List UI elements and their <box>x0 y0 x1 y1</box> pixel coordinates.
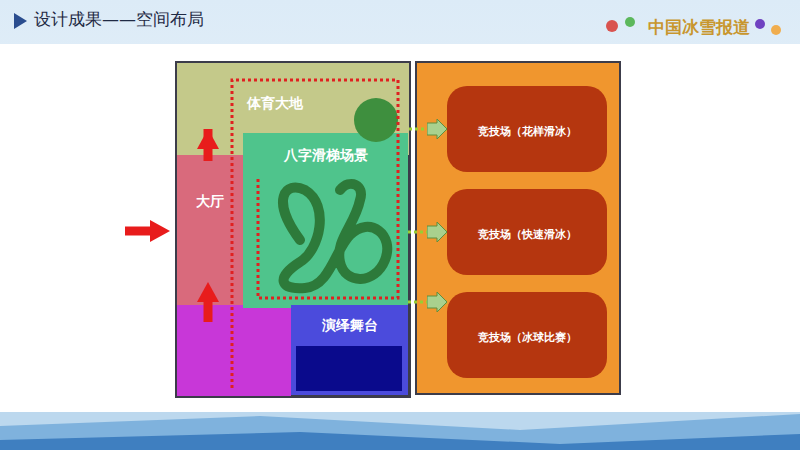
zone-label: 八字滑梯场景 <box>280 146 372 166</box>
view-arrow <box>409 128 447 131</box>
logo-figure <box>755 19 765 29</box>
arena-zone <box>417 63 619 393</box>
tour-route <box>232 80 398 388</box>
bottom-band <box>0 412 800 450</box>
stage-pit <box>296 346 402 391</box>
logo-text: 中国冰雪报道 <box>648 16 750 39</box>
arena-box: 竞技场（快速滑冰） <box>447 189 607 275</box>
entry-arrow <box>150 220 170 242</box>
figure-eight-slide <box>283 184 387 288</box>
tree-symbol <box>354 98 398 142</box>
arena-outline <box>415 61 621 395</box>
zone-label: 竞技场（快速滑冰） <box>478 227 577 242</box>
view-arrow <box>408 301 447 304</box>
title-marker <box>14 13 27 29</box>
plan-outline <box>175 61 411 398</box>
arena-box: 竞技场（冰球比赛） <box>447 292 607 378</box>
slide-title: 设计成果——空间布局 <box>34 8 204 31</box>
route-arrow <box>204 129 213 161</box>
view-arrow <box>408 231 447 234</box>
logo-figure <box>606 20 618 32</box>
logo-figure <box>771 25 781 35</box>
content-panel <box>0 44 800 412</box>
zone-label: 大厅 <box>196 193 224 211</box>
route-arrow <box>197 282 219 302</box>
arena-box: 竞技场（花样滑冰） <box>447 86 607 172</box>
zone-label: 竞技场（花样滑冰） <box>478 124 577 139</box>
zone-label: 体育大地 <box>247 95 303 113</box>
route-arrow <box>204 300 213 322</box>
zone-label: 演绎舞台 <box>322 317 378 335</box>
zone-label: 竞技场（冰球比赛） <box>478 330 577 345</box>
bottom-wave <box>0 432 800 450</box>
bottom-wave <box>0 414 800 450</box>
logo-figure <box>625 17 635 27</box>
entry-arrow <box>125 227 152 236</box>
purple-area <box>177 305 291 396</box>
